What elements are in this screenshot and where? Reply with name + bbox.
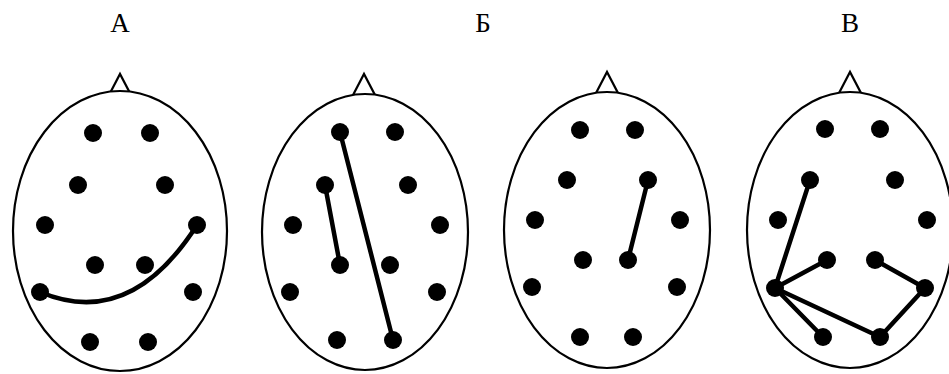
head-outline: [747, 92, 949, 368]
panel-label: В: [841, 10, 859, 37]
panel-label: Б: [475, 10, 491, 37]
head-outline: [13, 91, 227, 371]
head-outline: [262, 94, 468, 370]
head-outline: [504, 92, 710, 368]
electrodes: [31, 120, 936, 351]
panel-label: А: [110, 10, 130, 37]
connections: [40, 132, 925, 340]
